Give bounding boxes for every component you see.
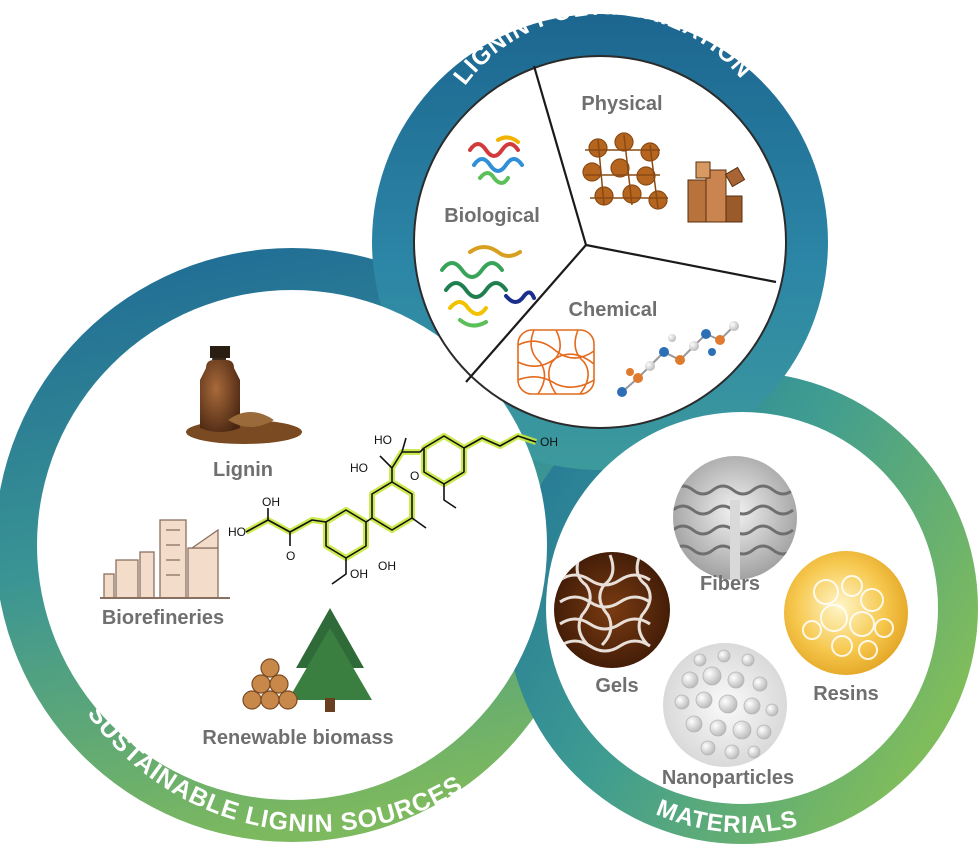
label-biological: Biological	[444, 205, 540, 227]
lignin-structure-icon: HO OH O OH OH HO HO O OH	[228, 433, 558, 585]
biomass-logs-tree-icon	[242, 608, 372, 712]
label-chemical: Chemical	[569, 299, 658, 321]
structure-label-oh-1: OH	[262, 495, 280, 509]
label-physical: Physical	[581, 93, 662, 115]
structure-label-ho-3: HO	[350, 461, 368, 475]
label-gels: Gels	[595, 675, 638, 697]
chemical-network-icon	[517, 329, 595, 395]
structure-label-oh-4: OH	[540, 435, 558, 449]
physical-blocks-icon	[687, 161, 746, 223]
structure-label-o-2: O	[410, 469, 419, 483]
chemical-chain-icon	[617, 321, 739, 397]
label-biorefineries: Biorefineries	[102, 607, 224, 629]
nanoparticles-image	[663, 643, 787, 767]
physical-network-icon	[582, 132, 668, 210]
label-fibers: Fibers	[700, 573, 760, 595]
structure-label-ho-1: HO	[228, 525, 246, 539]
lignin-bottle-icon	[186, 346, 302, 444]
label-renewable-biomass: Renewable biomass	[202, 727, 393, 749]
label-resins: Resins	[813, 683, 879, 705]
right-disc	[546, 412, 938, 804]
structure-label-oh-2: OH	[350, 567, 368, 581]
gels-image	[554, 552, 670, 668]
pie-dividers	[465, 65, 777, 383]
left-disc	[37, 290, 547, 800]
label-nanoparticles: Nanoparticles	[662, 767, 794, 789]
protein-ribbon-large-icon	[440, 245, 536, 328]
protein-ribbon-small-icon	[468, 135, 524, 185]
structure-label-ho-2: HO	[374, 433, 392, 447]
structure-label-oh-3: OH	[378, 559, 396, 573]
label-lignin: Lignin	[213, 459, 273, 481]
structure-label-o-1: O	[286, 549, 295, 563]
biorefinery-icon	[100, 519, 230, 599]
fibers-image	[673, 456, 797, 580]
resins-image	[784, 551, 908, 675]
